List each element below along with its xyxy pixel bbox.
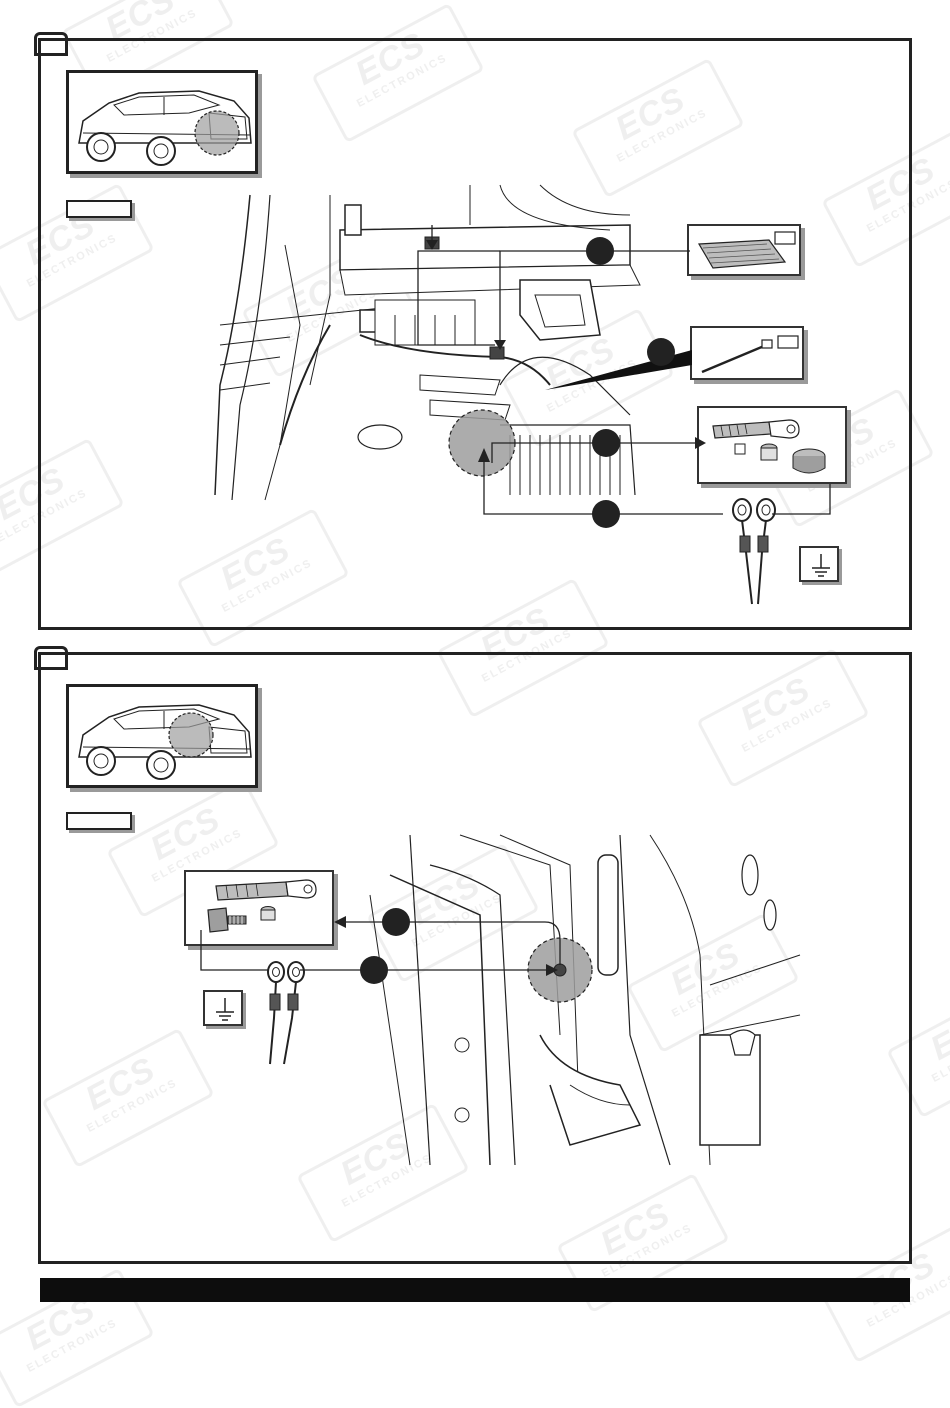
ring-terminals-step-2	[267, 961, 305, 1065]
step-2-body-illustration	[369, 834, 801, 1166]
vehicle-thumbnail-rear-right	[66, 70, 258, 174]
callout-marker-3	[592, 429, 620, 457]
ground-icon	[216, 998, 234, 1021]
suv-rear-view-icon	[78, 90, 252, 166]
ring-terminals-step-1	[732, 498, 776, 605]
step-1-callouts	[417, 225, 831, 528]
ground-symbol-box-2	[203, 990, 243, 1026]
ratchet-wrench-icon	[712, 419, 826, 474]
callout-marker-2	[647, 338, 675, 366]
ground-icon	[812, 554, 830, 577]
callout-marker-1	[382, 908, 410, 936]
ratchet-bolt-icon	[207, 879, 317, 933]
cable-tie-icon	[701, 335, 799, 374]
part-cable-tie-pack	[687, 224, 801, 276]
step-1-label-bar	[66, 200, 132, 218]
ground-symbol-box	[799, 546, 839, 582]
footer-bar	[40, 1278, 910, 1302]
suv-rear-view-icon	[78, 704, 252, 780]
step-2-callouts	[200, 908, 561, 984]
callout-marker-1	[586, 237, 614, 265]
step-1-panel	[38, 38, 912, 630]
callout-marker-4	[592, 500, 620, 528]
step-2-panel	[38, 652, 912, 1264]
callout-marker-2	[360, 956, 388, 984]
step-1-trunk-illustration	[214, 184, 641, 501]
part-ratchet-socket-nut	[697, 406, 847, 484]
step-2-label-bar	[66, 812, 132, 830]
part-ratchet-socket-bolt	[184, 870, 334, 946]
cable-tie-pack-icon	[697, 231, 796, 269]
vehicle-thumbnail-rear-right-2	[66, 684, 258, 788]
